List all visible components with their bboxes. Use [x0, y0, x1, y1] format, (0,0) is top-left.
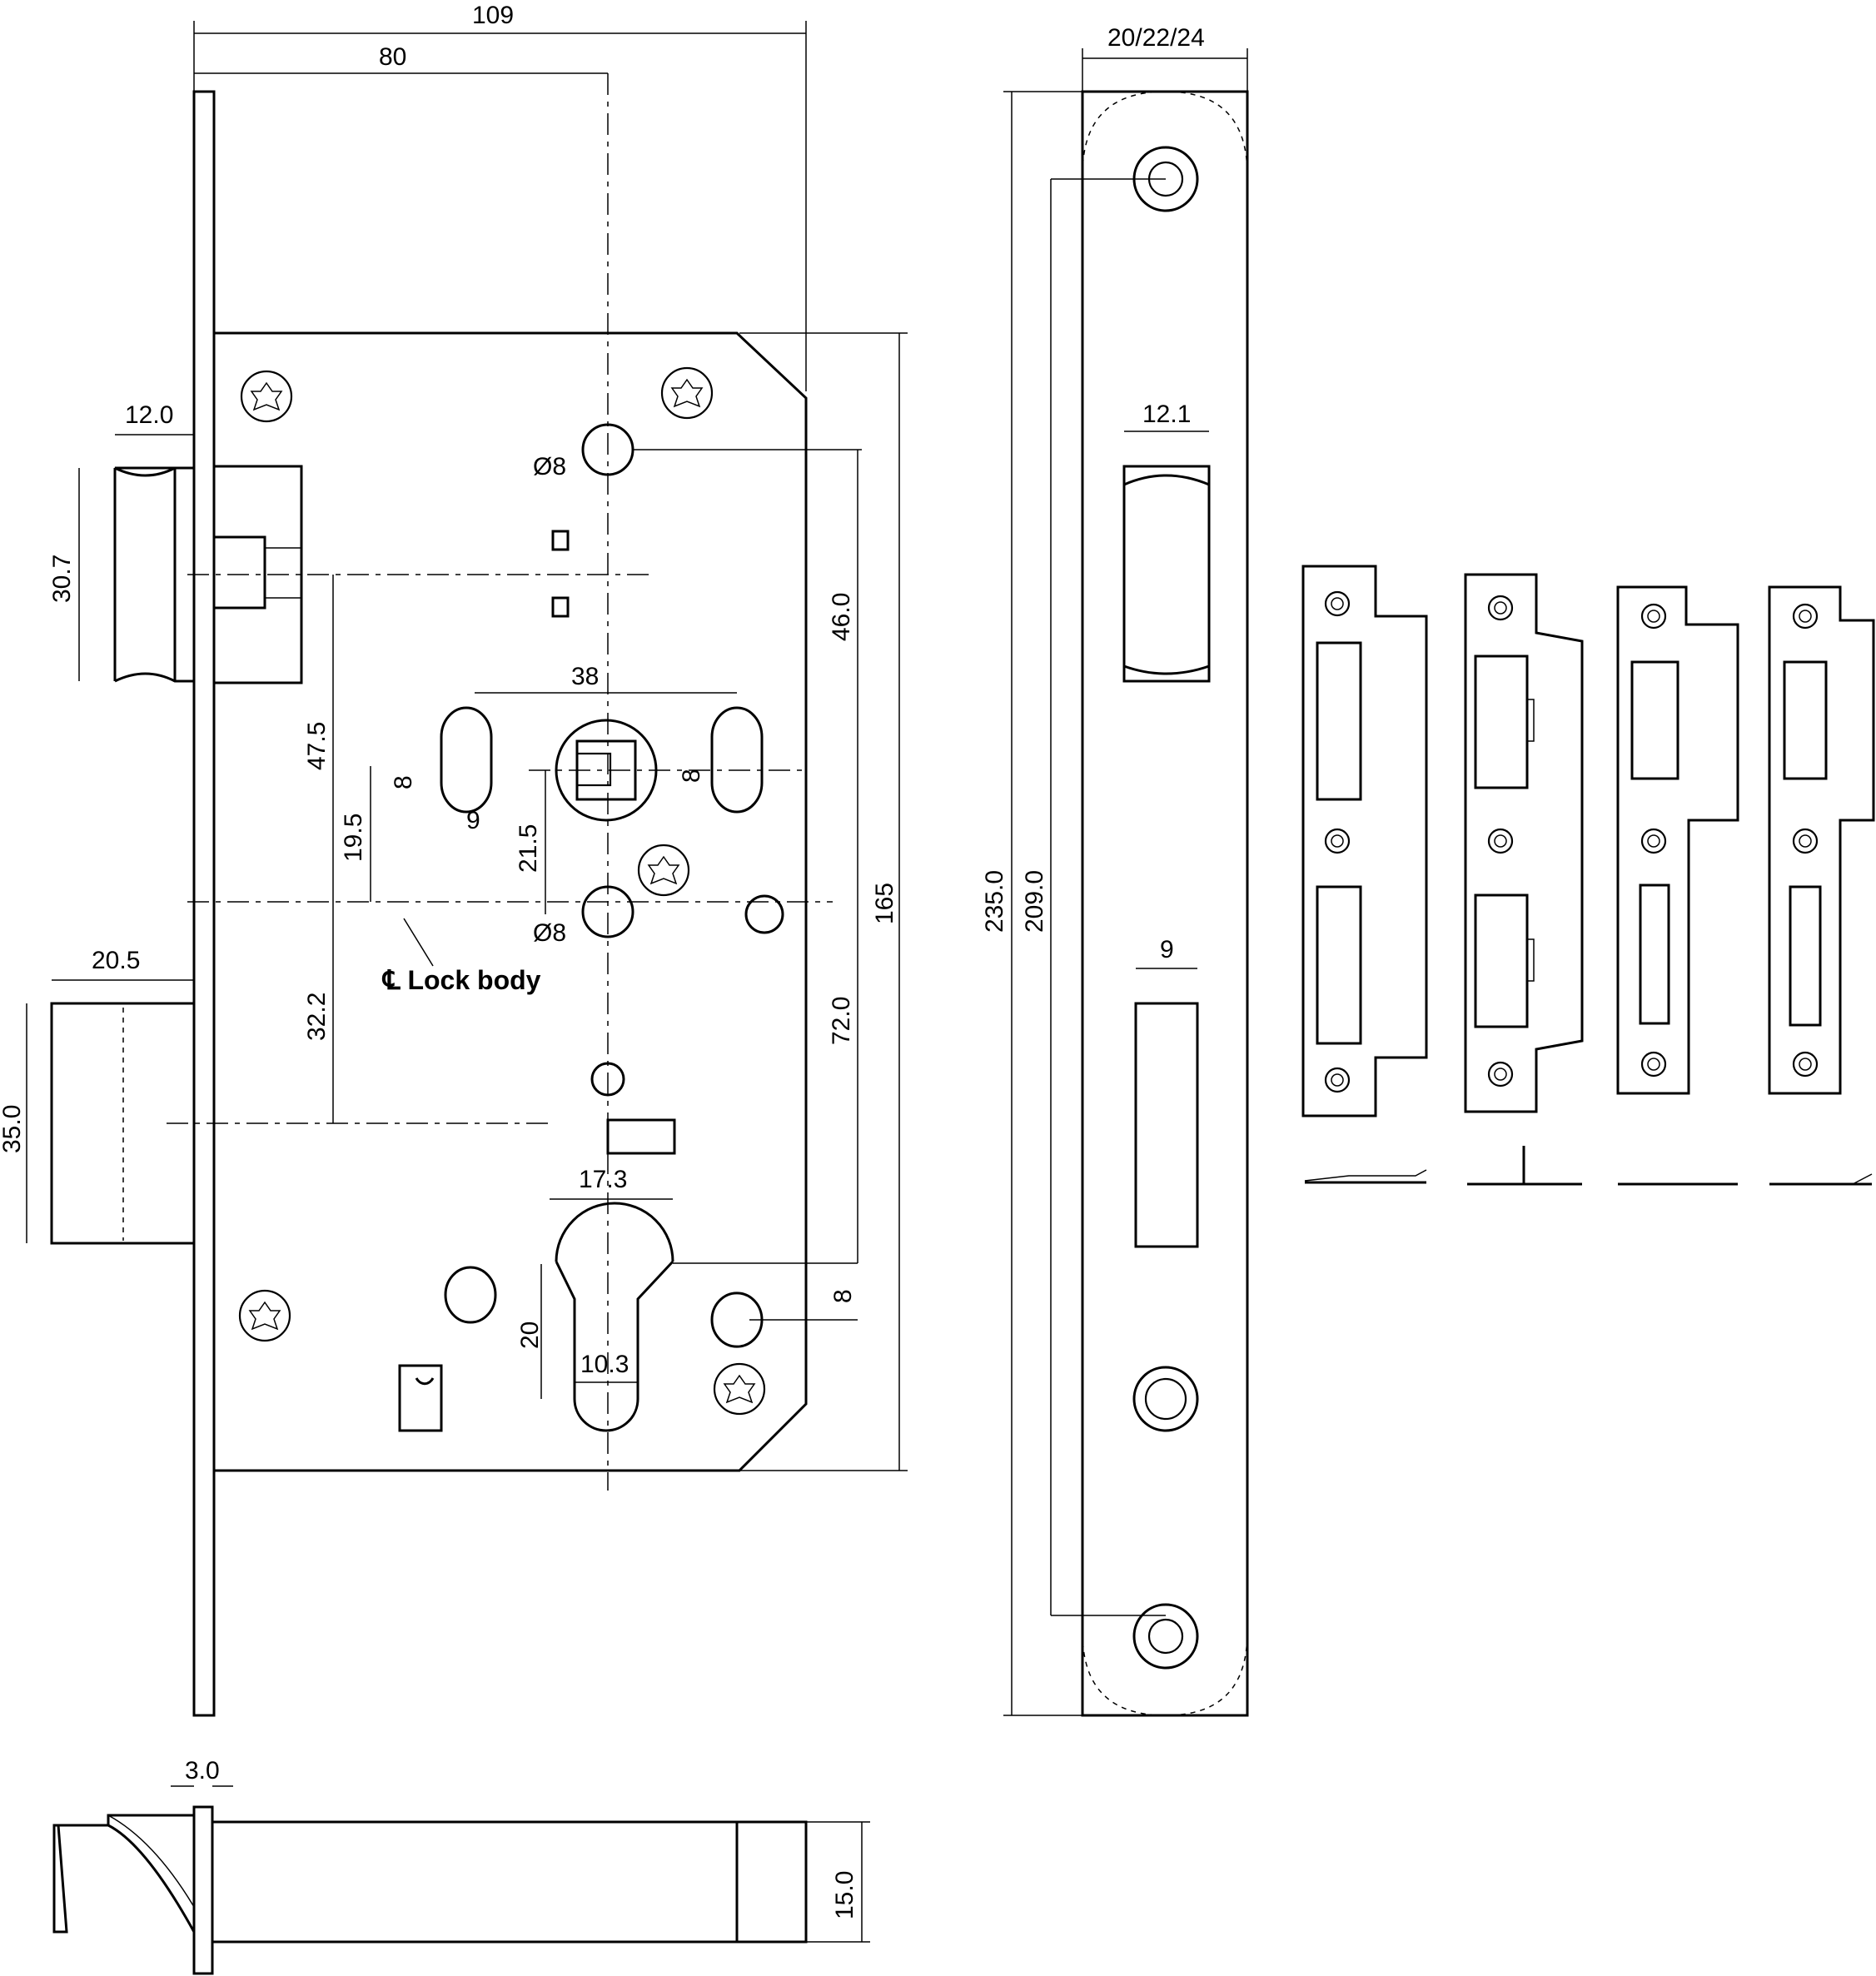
centerline-label: ℄ Lock body: [381, 965, 541, 995]
dim-9-face: 9: [1160, 936, 1174, 963]
dim-20: 20: [516, 1321, 544, 1349]
faceplate-screw-hole-middle: [1132, 1366, 1199, 1432]
forend-strip: [192, 90, 216, 1717]
dim-9: 9: [466, 807, 480, 834]
dim-8-left: 8: [390, 775, 417, 789]
screw-bottom-right: [713, 1362, 766, 1416]
dim-19-5: 19.5: [340, 814, 367, 862]
latch-bolt: [113, 466, 194, 683]
dim-latch-height: 30.7: [48, 555, 76, 603]
dim-latch-projection: 12.0: [125, 401, 173, 429]
latch-opening: [1122, 465, 1211, 683]
screw-middle: [637, 844, 690, 897]
dim-faceplate-width: 20/22/24: [1107, 24, 1205, 52]
faceplate-dimension-lines: [1003, 48, 1248, 1716]
dim-209: 209.0: [1021, 870, 1048, 933]
dim-hole-dia-top: Ø8: [533, 453, 566, 480]
lock-side-view: [52, 1805, 808, 1975]
faceplate-front-view: [1081, 90, 1249, 1717]
dim-17-3: 17.3: [579, 1166, 627, 1193]
lock-case-outline: [214, 331, 808, 1472]
strike-plate-2: [1464, 573, 1584, 1113]
body-dimension-lines: [26, 21, 908, 1471]
dim-21-5: 21.5: [515, 824, 542, 873]
dim-165: 165: [871, 883, 898, 924]
screw-bottom-left: [238, 1289, 291, 1342]
faceplate-outline: [1081, 90, 1249, 1717]
strike-plate-1: [1301, 565, 1428, 1117]
euro-cylinder-cutout: [555, 1202, 674, 1432]
dim-35: 35.0: [0, 1105, 26, 1153]
dim-overall-width: 109: [472, 2, 514, 29]
dim-38: 38: [571, 663, 599, 690]
deadbolt: [50, 1002, 196, 1245]
dim-10-3: 10.3: [580, 1351, 629, 1378]
lock-body-front-view: [50, 73, 833, 1717]
dim-hole-dia-mid: Ø8: [533, 919, 566, 947]
dim-8-cyl: 8: [829, 1289, 857, 1303]
hole-right: [744, 894, 784, 934]
screw-top-left: [240, 370, 293, 423]
screw-top-right: [660, 366, 714, 420]
side-dimension-lines: [171, 1785, 870, 1943]
dim-8-right: 8: [678, 769, 705, 783]
dim-32-2: 32.2: [303, 993, 331, 1041]
deadbolt-opening: [1134, 1002, 1199, 1248]
dim-3: 3.0: [185, 1757, 220, 1784]
dim-72: 72.0: [828, 997, 855, 1045]
dim-15: 15.0: [831, 1871, 858, 1919]
latch-inner: [214, 465, 303, 684]
dim-20-5: 20.5: [92, 947, 140, 974]
dim-47-5: 47.5: [303, 722, 331, 770]
dim-235: 235.0: [981, 870, 1008, 933]
strike-plate-4: [1768, 585, 1875, 1095]
strike-plate-3: [1616, 585, 1739, 1095]
dim-strike-opening: 12.1: [1142, 401, 1191, 428]
dim-backset: 80: [379, 43, 406, 71]
follower-hub: [440, 706, 764, 822]
dim-46: 46.0: [828, 593, 855, 641]
faceplate-screw-hole-bottom: [1132, 1603, 1199, 1670]
